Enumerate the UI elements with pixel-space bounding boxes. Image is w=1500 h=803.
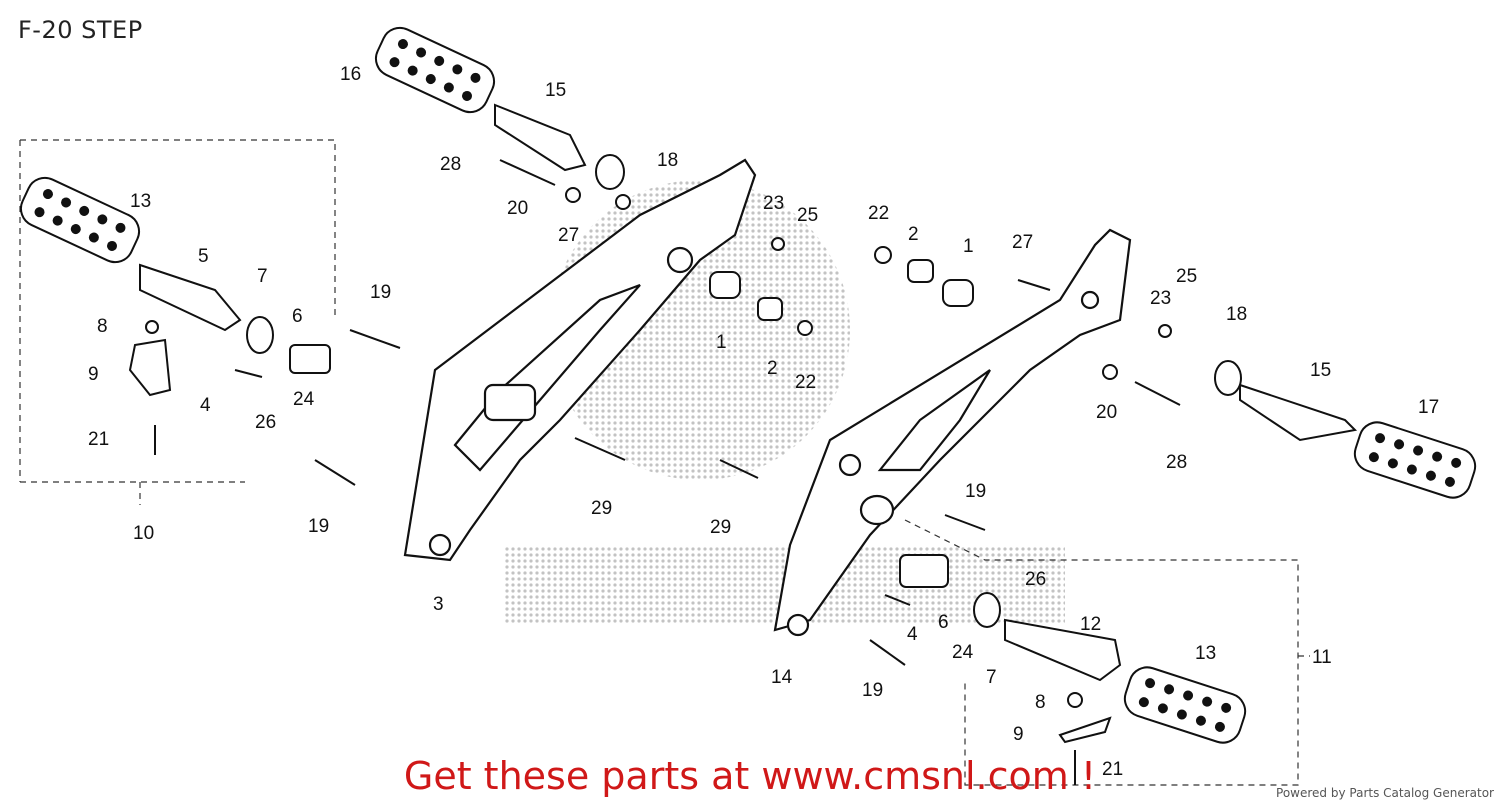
callout-26a: 26 (255, 412, 276, 433)
callout-2b: 2 (767, 358, 778, 379)
callout-25b: 25 (1176, 266, 1197, 287)
callout-23b: 23 (1150, 288, 1171, 309)
callout-7a: 7 (257, 266, 268, 287)
footpeg-rubbers (19, 26, 1477, 744)
callout-13b: 13 (1195, 643, 1216, 664)
callout-22b: 22 (795, 372, 816, 393)
callout-19a: 19 (370, 282, 391, 303)
callout-23a: 23 (763, 193, 784, 214)
powered-by-credit: Powered by Parts Catalog Generator (1276, 786, 1494, 800)
callout-22a: 22 (868, 203, 889, 224)
callout-28b: 28 (1166, 452, 1187, 473)
small-parts (128, 103, 1358, 785)
callout-27a: 27 (558, 225, 579, 246)
callout-10: 10 (133, 523, 154, 544)
callout-8b: 8 (1035, 692, 1046, 713)
callout-29b: 29 (710, 517, 731, 538)
callout-20b: 20 (1096, 402, 1117, 423)
callout-18a: 18 (657, 150, 678, 171)
left-step-bracket (403, 158, 757, 562)
callout-25a: 25 (797, 205, 818, 226)
callout-4a: 4 (200, 395, 211, 416)
callout-1a: 1 (963, 236, 974, 257)
callout-27b: 27 (1012, 232, 1033, 253)
callout-17: 15 (1310, 360, 1331, 381)
callout-16: 15 (545, 80, 566, 101)
callout-1b: 1 (716, 332, 727, 353)
callout-6b: 6 (938, 612, 949, 633)
callout-9a: 9 (88, 364, 99, 385)
callout-8a: 8 (97, 316, 108, 337)
callout-19d: 19 (862, 680, 883, 701)
callout-29a: 29 (591, 498, 612, 519)
callout-13a: 13 (130, 191, 151, 212)
callout-26b: 26 (1025, 569, 1046, 590)
right-step-bracket (773, 228, 1132, 637)
callout-11: 11 (1312, 647, 1332, 668)
right-group-box (904, 519, 1310, 786)
callout-7b: 7 (986, 667, 997, 688)
callout-4b: 4 (907, 624, 918, 645)
promo-link[interactable]: Get these parts at www.cmsnl.com ! (0, 754, 1500, 798)
callout-19b: 19 (965, 481, 986, 502)
callout-15b: 17 (1418, 397, 1439, 418)
callout-12: 12 (1080, 614, 1101, 635)
callout-5: 5 (198, 246, 209, 267)
callout-24b: 24 (952, 642, 974, 663)
callout-28a: 28 (440, 154, 461, 175)
callout-3: 3 (433, 594, 444, 615)
callout-21a: 21 (88, 429, 109, 450)
callout-21b: 21 (1102, 759, 1123, 780)
promo-text[interactable]: Get these parts at www.cmsnl.com ! (403, 754, 1097, 798)
callout-18b: 18 (1226, 304, 1247, 325)
callout-9b: 9 (1013, 724, 1024, 745)
page-title: F-20 STEP (18, 16, 143, 44)
callout-14: 14 (771, 667, 793, 688)
callout-2a: 2 (908, 224, 919, 245)
callout-19c: 19 (308, 516, 329, 537)
callout-6a: 6 (292, 306, 303, 327)
callout-24a: 24 (293, 389, 315, 410)
callout-20a: 20 (507, 198, 528, 219)
callout-15a: 16 (340, 64, 361, 85)
callout-labels: 16 15 28 18 13 20 23 25 27 5 7 22 2 1 27… (88, 64, 1439, 780)
left-group-box (19, 139, 336, 505)
